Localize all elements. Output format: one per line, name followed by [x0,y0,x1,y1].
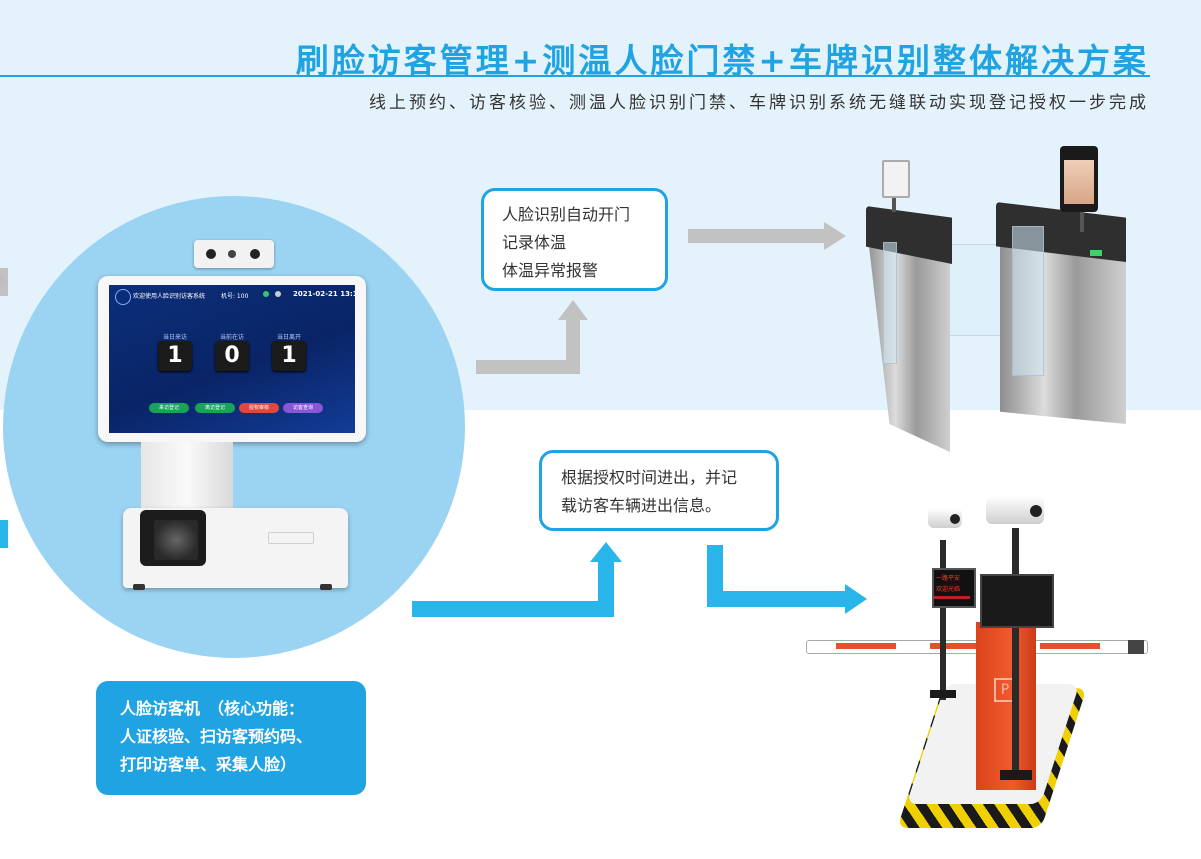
settings-icon [275,291,281,297]
arrow-head-icon [590,542,622,562]
boom-stripe [930,643,980,649]
arrow-segment [707,591,845,607]
gate-feature-line: 人脸识别自动开门 [502,205,631,224]
arrow-segment [688,229,824,243]
barrier-gate-cabinet [976,622,1036,790]
visitor-leave-button[interactable]: 离访登记 [195,403,235,413]
gate-feature-line: 记录体温 [502,233,567,252]
arrow-head-icon [824,222,846,250]
arrow-head-icon [845,584,867,614]
left-edge-gray-arrow [0,268,8,296]
network-status-icon [263,291,269,297]
camera-lens-icon [228,250,236,258]
title-underline [0,75,1150,77]
kiosk-foot [133,584,145,590]
parking-feature-box: 根据授权时间进出，并记 载访客车辆进出信息。 [539,450,779,531]
arrow-segment [566,318,580,374]
page-subtitle: 线上预约、访客核验、测温人脸识别门禁、车牌识别系统无缝联动实现登记授权一步完成 [369,93,1149,113]
led-indicator-line [934,596,970,599]
counter-today-visits: 1 [158,341,192,371]
face-preview-icon [1064,160,1094,204]
visitor-search-button[interactable]: 访客查询 [283,403,323,413]
led-display-panel [932,568,976,608]
arrow-segment [598,560,614,617]
pole-base [930,690,956,698]
page-title: 刷脸访客管理+测温人脸门禁+车牌识别整体解决方案 [295,41,1149,80]
gate-feature-box: 人脸识别自动开门 记录体温 体温异常报警 [481,188,668,291]
arrow-segment [412,601,614,617]
fill-light-panel [980,574,1054,628]
scanner-window [154,520,198,560]
caption-line: 人证核验、扫访客预约码、 [120,727,313,746]
caption-line: 人脸访客机 （核心功能： [120,699,305,718]
counter-today-departures: 1 [272,341,306,371]
caption-line: 打印访客单、采集人脸） [120,755,297,774]
screen-header: 欢迎使用人脸识别访客系统 机号: 100 2021-02-21 13:16 [109,285,355,307]
counter-label: 当前在访 [219,334,244,341]
device-number: 机号: 100 [221,293,249,300]
camera-lens-icon [250,249,260,259]
kiosk-feature-caption: 人脸访客机 （核心功能： 人证核验、扫访客预约码、 打印访客单、采集人脸） [96,681,366,795]
pole-base [1000,770,1032,780]
parking-feature-line: 根据授权时间进出，并记 [561,468,738,487]
printer-slot [268,532,314,544]
led-text-line: 一路平安 [936,575,961,582]
system-logo-icon [115,289,131,305]
boom-stripe [836,643,896,649]
camera-lens-icon [206,249,216,259]
counter-label: 当日离开 [276,334,301,341]
arrow-head-icon [558,300,588,320]
left-edge-blue-arrow [0,520,8,548]
kiosk-foot [320,584,332,590]
camera-pole-left [940,540,946,700]
card-reader-icon [882,160,910,198]
led-text-line: 欢迎光临 [936,586,961,593]
parking-feature-line: 载访客车辆进出信息。 [561,496,722,515]
camera-pole-right [1012,528,1019,778]
camera-lens-icon [1030,505,1042,517]
terminal-pole [1080,208,1084,232]
reader-pole [892,190,896,212]
screen-datetime: 2021-02-21 13:16 [293,290,355,298]
gate-left-side-glass [883,242,897,364]
gate-feature-line: 体温异常报警 [502,261,599,280]
boom-end-cap [1128,640,1144,654]
authorization-review-button[interactable]: 授权审核 [239,403,279,413]
boom-stripe [1040,643,1100,649]
kiosk-screen: 欢迎使用人脸识别访客系统 机号: 100 2021-02-21 13:16 当日… [109,285,355,433]
arrow-segment [476,360,580,374]
gate-right-glass [1012,226,1044,376]
screen-title: 欢迎使用人脸识别访客系统 [133,293,206,300]
camera-lens-icon [950,514,960,524]
counter-label: 当日来访 [162,334,187,341]
temperature-face-terminal [1060,146,1098,212]
pass-arrow-indicator-icon [1090,250,1102,256]
visitor-register-button[interactable]: 来访登记 [149,403,189,413]
counter-current-visits: 0 [215,341,249,371]
kiosk-face-camera [194,240,274,268]
